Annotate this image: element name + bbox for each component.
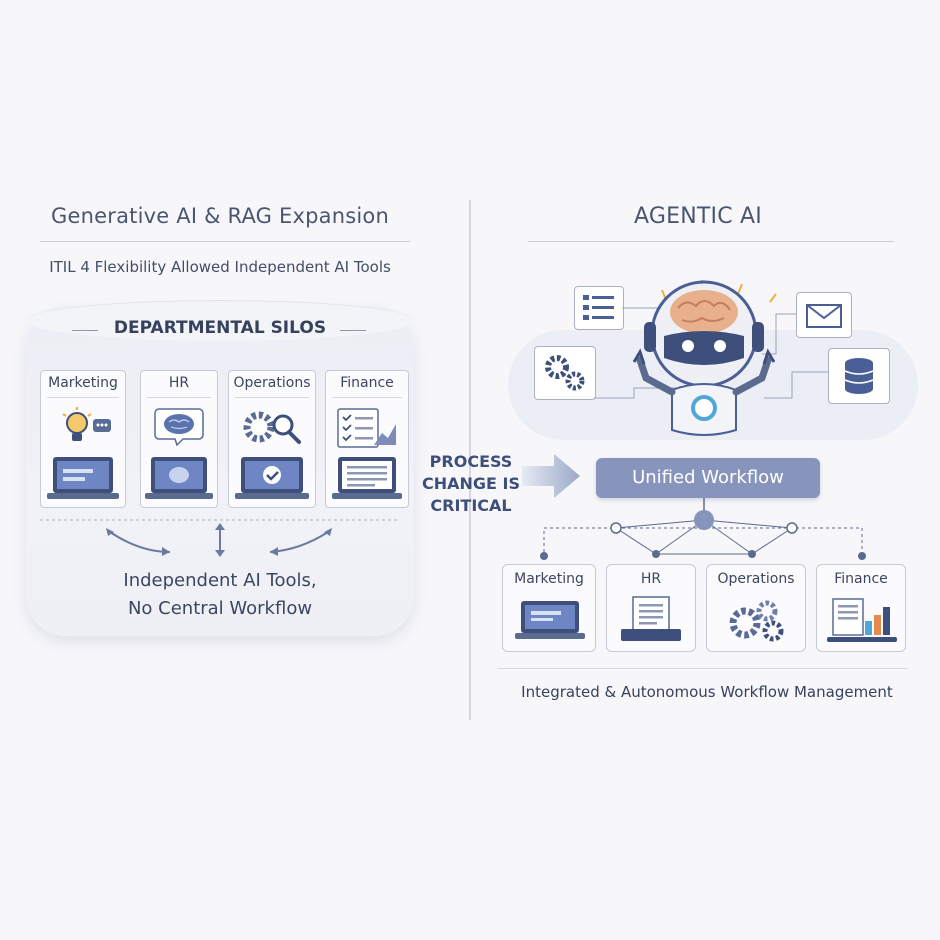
agent-dept-label-marketing: Marketing xyxy=(514,571,584,587)
left-title: Generative AI & RAG Expansion xyxy=(51,204,389,228)
right-cards-dashed-rule xyxy=(498,668,908,669)
dept-label-marketing: Marketing xyxy=(48,375,118,391)
left-subtitle: ITIL 4 Flexibility Allowed Independent A… xyxy=(49,258,391,276)
silo-title-rule-left xyxy=(72,330,98,331)
process-change-line2: CHANGE IS xyxy=(421,474,520,493)
right-title-rule xyxy=(528,241,894,242)
agent-dept-label-hr: HR xyxy=(640,571,662,587)
gears-icon xyxy=(545,355,585,391)
section-divider xyxy=(469,200,471,720)
gear-search-icon xyxy=(243,411,301,444)
right-footer: Integrated & Autonomous Workflow Managem… xyxy=(521,683,893,701)
tool-card-gears xyxy=(534,346,596,400)
transition-arrow-icon xyxy=(522,454,580,498)
agent-dept-card-finance: Finance xyxy=(816,564,906,652)
brain-bubble-icon xyxy=(154,408,204,447)
silo-title: DEPARTMENTAL SILOS xyxy=(113,318,327,338)
agent-dept-label-finance: Finance xyxy=(834,571,888,587)
database-icon xyxy=(844,358,874,394)
dept-card-operations: Operations xyxy=(228,370,316,508)
laptop-check-icon xyxy=(235,457,309,499)
process-change-line3: CRITICAL xyxy=(430,496,512,515)
silo-title-rule-right xyxy=(340,330,366,331)
tool-card-list xyxy=(574,286,624,330)
agent-dept-card-marketing: Marketing xyxy=(502,564,596,652)
agent-dept-card-hr: HR xyxy=(606,564,696,652)
checklist-chart-icon xyxy=(337,408,396,448)
tool-card-database xyxy=(828,348,890,404)
silo-footer-line1: Independent AI Tools, xyxy=(123,570,317,591)
silo-arrows xyxy=(40,519,400,557)
report-chart-icon xyxy=(827,598,897,642)
dept-card-finance: Finance xyxy=(325,370,409,508)
laptop-icon xyxy=(47,457,119,499)
dept-card-marketing: Marketing xyxy=(40,370,126,508)
workflow-network xyxy=(540,498,866,560)
dept-card-hr: HR xyxy=(140,370,218,508)
silo-top-rim xyxy=(26,300,414,341)
document-tray-icon xyxy=(621,596,681,641)
list-icon xyxy=(583,295,614,320)
dept-label-finance: Finance xyxy=(340,375,394,391)
document-icon xyxy=(332,457,402,499)
laptop-icon xyxy=(515,601,585,639)
laptop-icon xyxy=(145,457,213,499)
unified-workflow-box: Unified Workflow xyxy=(596,458,820,498)
agent-dept-label-operations: Operations xyxy=(717,571,795,587)
right-title: AGENTIC AI xyxy=(634,204,762,229)
lightbulb-chat-icon xyxy=(62,407,111,441)
agent-dept-card-operations: Operations xyxy=(706,564,806,652)
dept-label-operations: Operations xyxy=(233,375,311,391)
tool-card-mail xyxy=(796,292,852,338)
ai-agent-robot-icon xyxy=(632,280,776,436)
silo-footer-line2: No Central Workflow xyxy=(127,598,313,619)
dept-label-hr: HR xyxy=(168,375,190,391)
process-change-line1: PROCESS xyxy=(429,452,513,471)
left-title-rule xyxy=(40,241,410,242)
mail-icon xyxy=(806,304,842,328)
gears-icon xyxy=(729,600,784,642)
